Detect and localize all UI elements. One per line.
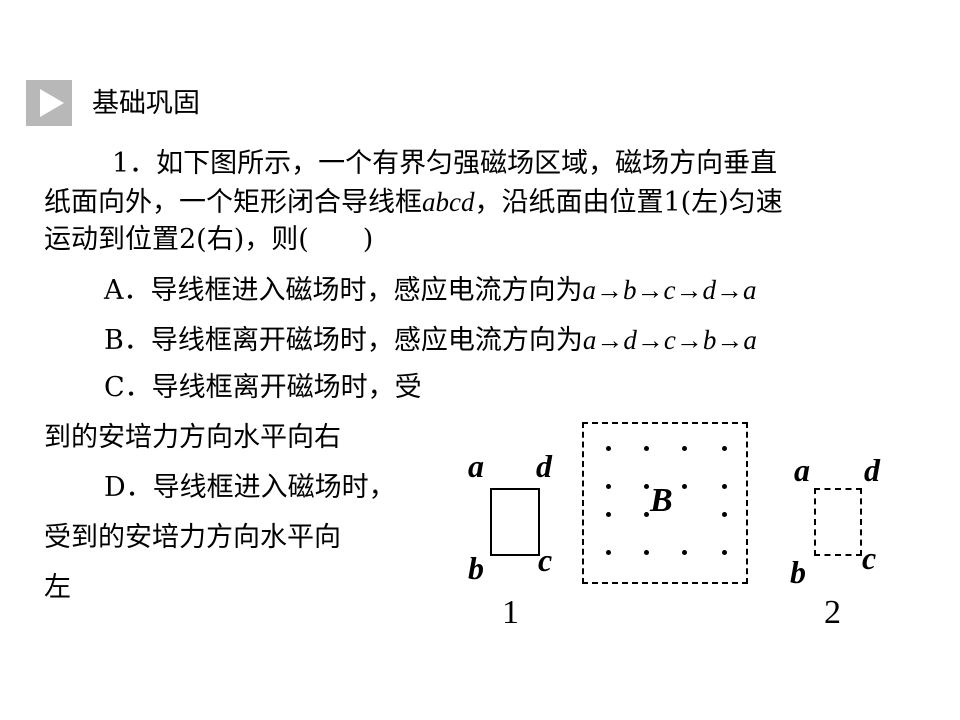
option-d: D．导线框进入磁场时， (104, 470, 396, 506)
option-c: C．导线框离开磁场时，受 (104, 370, 422, 406)
question-stem-line-3: 运动到位置2(右)，则( ) (44, 224, 374, 255)
position-number-1: 1 (502, 594, 519, 631)
stem-text: 纸面向外，一个矩形闭合导线框 (44, 187, 422, 218)
option-text: 导线框离开磁场时，感应电流方向为 (150, 325, 583, 356)
field-dot (682, 550, 687, 555)
field-dot (644, 446, 649, 451)
field-dot (722, 512, 727, 517)
magnetic-field-region (582, 422, 748, 584)
frame-name: abcd (422, 187, 475, 217)
label-d-2: d (864, 452, 880, 488)
position-number-2: 2 (824, 594, 841, 631)
option-d-continued-2: 左 (44, 572, 71, 603)
field-dot (722, 550, 727, 555)
play-triangle-icon (26, 80, 72, 126)
stem-text: ，沿纸面由位置1(左)匀速 (474, 187, 783, 218)
field-dot (606, 512, 611, 517)
option-b: B．导线框离开磁场时，感应电流方向为a→d→c→b→a (104, 322, 757, 359)
option-prefix: D． (104, 472, 153, 503)
field-dot (722, 446, 727, 451)
option-d-continued: 受到的安培力方向水平向 (44, 522, 341, 553)
field-dot (644, 512, 649, 517)
label-b-2: b (790, 554, 806, 590)
field-dot (682, 484, 687, 489)
label-c-1: c (538, 542, 553, 578)
option-text: 导线框进入磁场时， (152, 472, 396, 503)
field-dot (644, 550, 649, 555)
option-path: a→d→c→b→a (582, 325, 757, 355)
wire-frame-position-2 (814, 488, 862, 556)
question-stem-line-2: 纸面向外，一个矩形闭合导线框abcd，沿纸面由位置1(左)匀速 (44, 184, 783, 221)
option-prefix: B． (104, 325, 151, 356)
option-prefix: A． (104, 275, 151, 306)
option-text: 导线框离开磁场时，受 (151, 372, 422, 403)
option-text: 导线框进入磁场时，感应电流方向为 (150, 275, 583, 306)
field-label-b: B (650, 482, 673, 519)
question-stem-line-1: 1．如下图所示，一个有界匀强磁场区域，磁场方向垂直 (112, 148, 778, 179)
label-a-1: a (468, 448, 484, 484)
field-dot (722, 484, 727, 489)
field-dot (606, 446, 611, 451)
option-a: A．导线框进入磁场时，感应电流方向为a→b→c→d→a (104, 272, 756, 309)
field-dot (606, 484, 611, 489)
option-c-continued: 到的安培力方向水平向右 (44, 422, 341, 453)
section-title: 基础巩固 (92, 88, 200, 119)
label-a-2: a (794, 452, 810, 488)
option-prefix: C． (104, 372, 152, 403)
label-b-1: b (468, 550, 484, 586)
option-path: a→b→c→d→a (582, 275, 757, 305)
field-dot (644, 484, 649, 489)
wire-frame-position-1 (490, 488, 540, 556)
physics-diagram: a d b c 1 B a d b c 2 (440, 410, 920, 650)
field-dot (682, 446, 687, 451)
field-dot (606, 550, 611, 555)
label-c-2: c (862, 540, 877, 576)
label-d-1: d (536, 448, 552, 484)
